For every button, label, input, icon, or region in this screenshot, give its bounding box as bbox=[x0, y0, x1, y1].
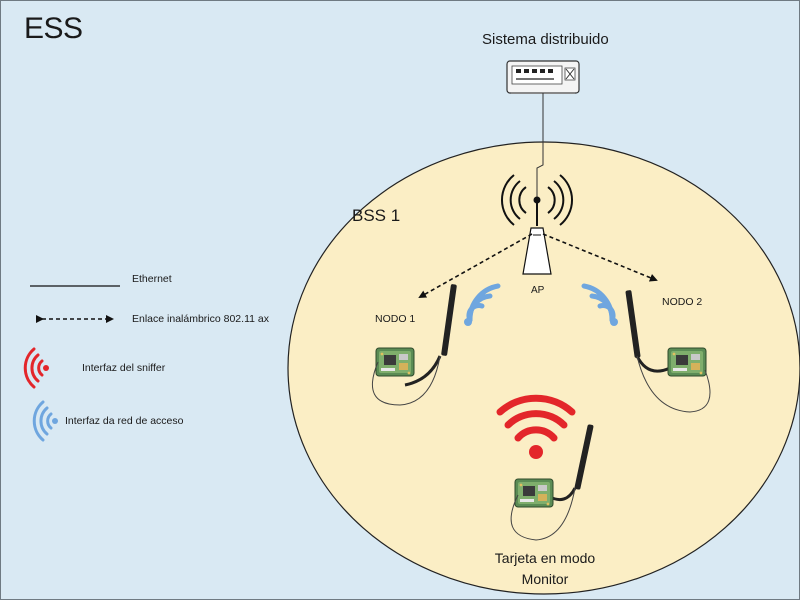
node2-wifi-icon bbox=[581, 283, 618, 326]
access-point-icon bbox=[501, 174, 573, 275]
monitor-card-device bbox=[496, 394, 594, 541]
ess-title: ESS bbox=[24, 12, 83, 45]
switch-icon bbox=[506, 60, 580, 94]
bss-label: BSS 1 bbox=[352, 206, 401, 225]
monitor-card-label: Tarjeta en modo Monitor bbox=[494, 550, 596, 587]
legend-sniffer-icon bbox=[23, 347, 49, 389]
monitor-sniffer-wifi-icon bbox=[496, 394, 576, 459]
legend-wireless-label: Enlace inalámbrico 802.11 ax bbox=[132, 313, 269, 325]
wireless-link-node2 bbox=[542, 233, 658, 282]
legend-access-icon bbox=[32, 400, 58, 442]
node2-label: NODO 2 bbox=[662, 296, 703, 308]
distribution-system-label: Sistema distribuido bbox=[482, 31, 609, 48]
ethernet-link bbox=[536, 93, 544, 200]
node2-device bbox=[581, 283, 711, 413]
node1-device bbox=[371, 283, 501, 406]
legend-access-label: Interfaz da red de acceso bbox=[65, 415, 184, 427]
node1-wifi-icon bbox=[464, 283, 501, 326]
legend-sniffer-label: Interfaz del sniffer bbox=[82, 362, 166, 374]
bss-area bbox=[287, 141, 800, 595]
node1-label: NODO 1 bbox=[375, 313, 416, 325]
legend-ethernet-label: Ethernet bbox=[132, 273, 172, 285]
wireless-link-node1 bbox=[418, 233, 533, 298]
ap-label: AP bbox=[531, 285, 545, 296]
